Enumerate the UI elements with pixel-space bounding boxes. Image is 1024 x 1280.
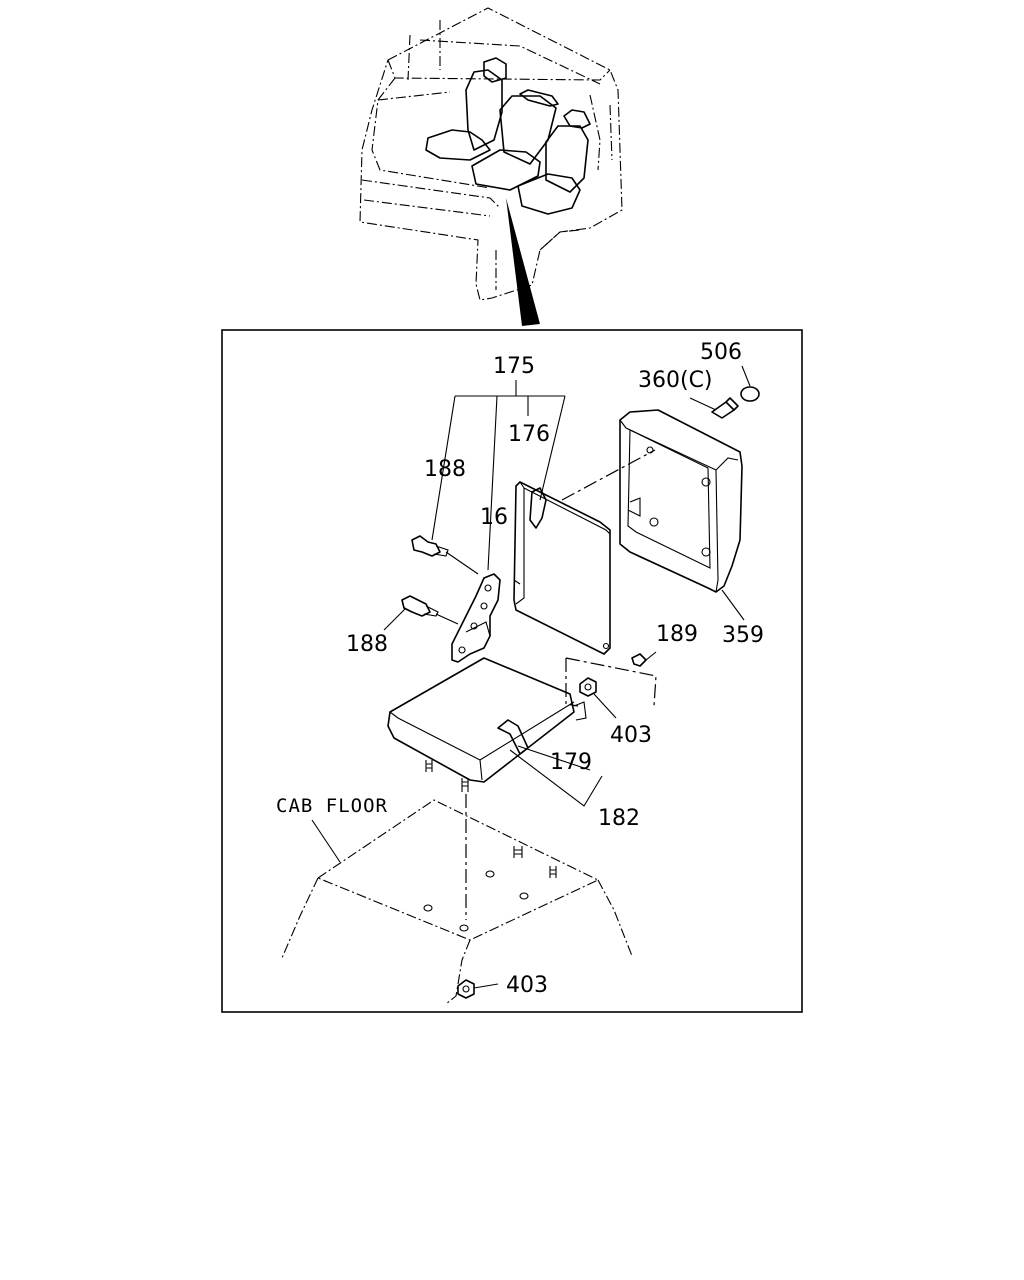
hinge-bracket [451,573,501,663]
detail-frame [221,329,803,1013]
label-403-upper: 403 [610,723,652,748]
label-175: 175 [493,354,535,379]
leader-175 [431,380,566,571]
cab-overview [359,7,623,326]
pointer-wedge [506,198,540,326]
label-179: 179 [550,750,592,775]
cap-506 [740,365,760,402]
label-360c: 360(C) [638,368,713,393]
seat-cushion [387,657,591,792]
dash-back-panel [561,449,656,501]
label-188-upper: 188 [424,457,466,482]
nut-403-lower [457,979,499,999]
leader-182 [509,749,603,807]
label-188-lower: 188 [346,632,388,657]
nut-403-upper [579,677,617,719]
label-359: 359 [722,623,764,648]
label-176: 176 [508,422,550,447]
back-panel [619,409,745,621]
label-cab-floor: CAB FLOOR [276,795,388,817]
label-182: 182 [598,806,640,831]
nut-189 [631,651,657,667]
bolt-188-lower [383,595,459,631]
label-403-lower: 403 [506,973,548,998]
cab-floor [281,794,633,1005]
label-16: 16 [480,505,508,530]
back-cushion [513,481,611,655]
bolt-188-upper [411,535,479,575]
dash-bracket [565,657,657,707]
label-189: 189 [656,622,698,647]
label-506: 506 [700,340,742,365]
bolt-360 [689,397,739,419]
